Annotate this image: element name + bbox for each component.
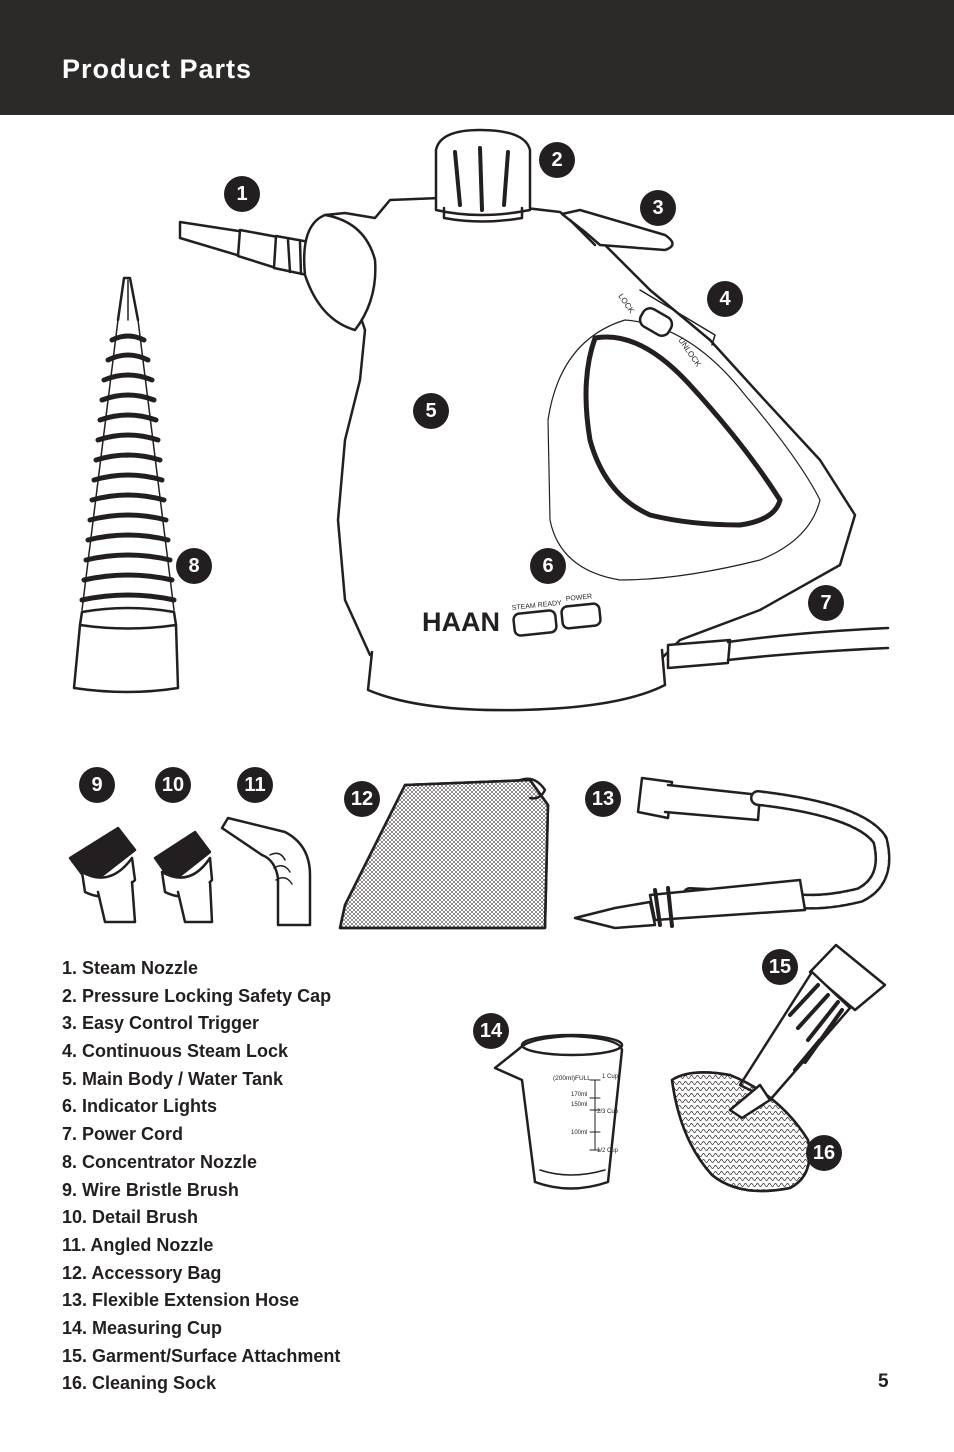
cup-mark-150: 150ml: [571, 1102, 587, 1108]
callout-5: 5: [413, 393, 449, 429]
accessory-bag-drawing: [338, 777, 550, 930]
callout-9: 9: [79, 767, 115, 803]
cleaning-sock-drawing: [670, 1071, 811, 1193]
cup-mark-half: 1/2 Cup: [597, 1148, 619, 1154]
callout-3: 3: [640, 190, 676, 226]
callout-2: 2: [539, 142, 575, 178]
indicator-lights-drawing: [512, 602, 602, 637]
callout-16: 16: [806, 1135, 842, 1171]
list-item: 3. Easy Control Trigger: [62, 1013, 260, 1034]
trigger-drawing: [560, 208, 674, 252]
measuring-cup-drawing: [493, 1033, 624, 1190]
callout-7: 7: [808, 585, 844, 621]
brand-logo: HAAN: [422, 607, 500, 637]
callout-6: 6: [530, 548, 566, 584]
angled-nozzle-drawing: [220, 816, 312, 927]
main-body-drawing: [303, 196, 857, 712]
detail-brush-drawing: [153, 830, 214, 924]
list-item: 9. Wire Bristle Brush: [62, 1179, 239, 1200]
cup-mark-1cup: 1 Cup: [602, 1074, 619, 1080]
list-item: 16. Cleaning Sock: [62, 1373, 217, 1394]
concentrator-nozzle-drawing: [72, 276, 180, 694]
callout-12: 12: [344, 781, 380, 817]
list-item: 11. Angled Nozzle: [62, 1234, 214, 1255]
list-item: 13. Flexible Extension Hose: [62, 1290, 300, 1311]
list-item: 7. Power Cord: [62, 1124, 184, 1145]
power-label: POWER: [565, 593, 592, 603]
callout-4: 4: [707, 281, 743, 317]
cup-mark-two-thirds: 2/3 Cup: [597, 1109, 619, 1115]
callout-15: 15: [762, 949, 798, 985]
list-item: 10. Detail Brush: [62, 1207, 199, 1228]
list-item: 1. Steam Nozzle: [62, 958, 199, 978]
list-item: 6. Indicator Lights: [62, 1096, 218, 1117]
callout-1: 1: [224, 176, 260, 212]
callout-11: 11: [237, 767, 273, 803]
extension-hose-drawing: [573, 776, 891, 930]
cup-mark-100: 100ml: [571, 1130, 587, 1136]
callout-14: 14: [473, 1013, 509, 1049]
power-cord-drawing: [666, 626, 890, 670]
list-item: 14. Measuring Cup: [62, 1317, 223, 1338]
list-item: 2. Pressure Locking Safety Cap: [62, 985, 332, 1006]
cup-mark-170: 170ml: [571, 1092, 587, 1098]
callout-8: 8: [176, 548, 212, 584]
list-item: 8. Concentrator Nozzle: [62, 1151, 258, 1172]
wire-brush-drawing: [68, 826, 137, 924]
list-item: 5. Main Body / Water Tank: [62, 1068, 284, 1089]
list-item: 15. Garment/Surface Attachment: [62, 1345, 341, 1366]
callout-10: 10: [155, 767, 191, 803]
list-item: 4. Continuous Steam Lock: [62, 1041, 289, 1062]
cup-mark-full: (200ml)FULL: [553, 1075, 591, 1082]
safety-cap-drawing: [434, 128, 532, 223]
page-number: 5: [878, 1371, 889, 1392]
callout-13: 13: [585, 781, 621, 817]
steam-nozzle-drawing: [178, 220, 317, 278]
page-title: Product Parts: [62, 54, 253, 84]
list-item: 12. Accessory Bag: [62, 1262, 222, 1283]
page-header: Product Parts: [0, 0, 954, 115]
parts-list: 1. Steam Nozzle 2. Pressure Locking Safe…: [62, 955, 340, 1398]
